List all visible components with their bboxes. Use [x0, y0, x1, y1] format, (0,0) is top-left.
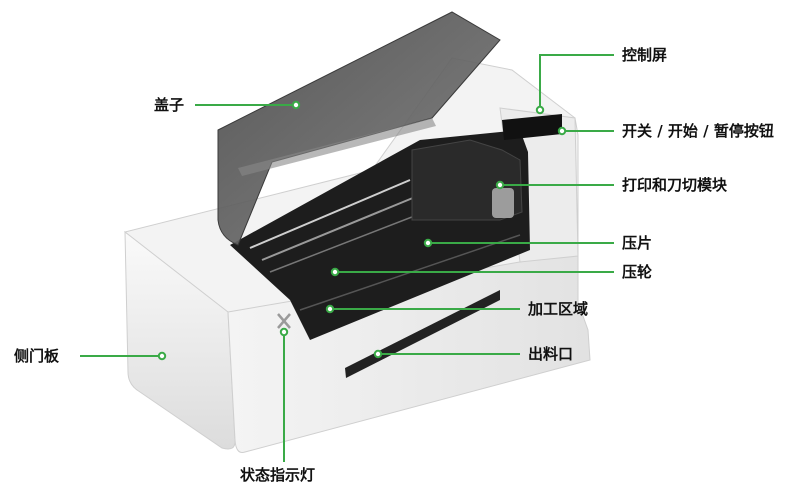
leader-lines [80, 54, 614, 462]
output-slot-shape [345, 290, 500, 378]
label-lid: 盖子 [154, 96, 185, 114]
label-pressure-plate: 压片 [622, 234, 653, 252]
label-print-cut-module: 打印和刀切模块 [622, 176, 728, 194]
status-light-mark [277, 313, 291, 329]
label-pressure-wheel: 压轮 [622, 263, 653, 281]
label-power-button: 开关 / 开始 / 暂停按钮 [622, 122, 774, 140]
label-side-panel: 侧门板 [14, 347, 60, 365]
lid-shape [217, 11, 501, 246]
label-control-screen: 控制屏 [622, 46, 668, 64]
label-output-slot: 出料口 [528, 345, 574, 363]
label-status-light: 状态指示灯 [240, 466, 316, 484]
control-screen-shape [502, 114, 562, 140]
label-processing-area: 加工区域 [528, 300, 589, 318]
